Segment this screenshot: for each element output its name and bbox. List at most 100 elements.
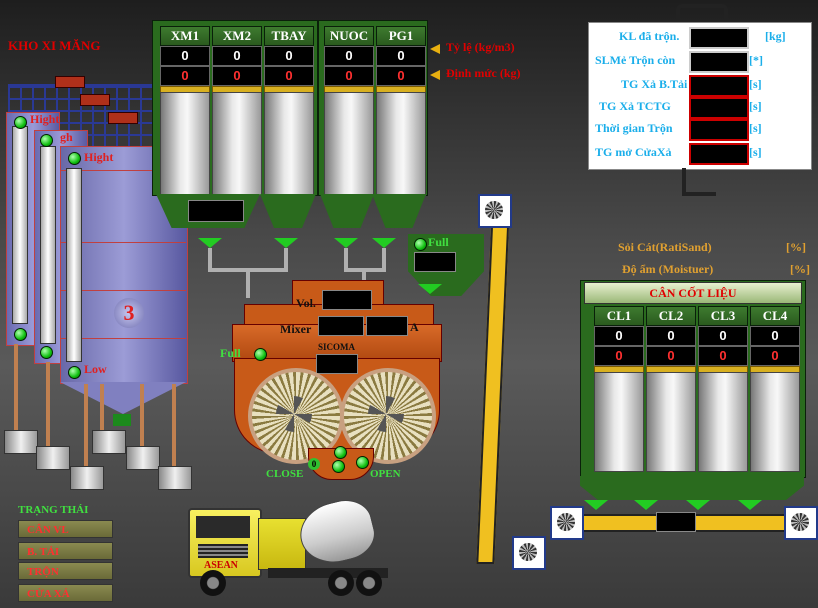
cl2-bin[interactable]: [646, 372, 696, 472]
status-title: TRẠNG THÁI: [18, 504, 89, 516]
belt-discharge-time-value[interactable]: [689, 75, 749, 97]
mixed-weight-label: KL đã trộn.: [619, 29, 680, 43]
tbay-tank[interactable]: [264, 92, 314, 196]
additive-full-indicator: [414, 238, 427, 251]
moisture-unit: [%]: [790, 262, 810, 276]
xm2-tank[interactable]: [212, 92, 262, 196]
xm1-tank[interactable]: [160, 92, 210, 196]
cl4-value-1[interactable]: 0: [750, 326, 800, 346]
cl2-value-1[interactable]: 0: [646, 326, 696, 346]
tbay-ratio-value[interactable]: 0: [264, 46, 314, 66]
additive-full-label: Full: [428, 235, 449, 249]
belt-discharge-time-label: TG Xả B.Tải: [621, 77, 688, 91]
moisture-label: Độ ẩm (Moistuer): [622, 262, 714, 276]
cl4-value-2[interactable]: 0: [750, 346, 800, 366]
additive-weight-display[interactable]: [414, 252, 456, 272]
bin-label-cl1: CL1: [594, 306, 644, 326]
status-gate[interactable]: CỬA XẢ: [18, 584, 113, 602]
gate-close-label: CLOSE: [266, 468, 304, 480]
tbay-norm-value[interactable]: 0: [264, 66, 314, 86]
cl3-value-2[interactable]: 0: [698, 346, 748, 366]
pg1-discharge-valve[interactable]: [372, 238, 396, 248]
nuoc-discharge-valve[interactable]: [334, 238, 358, 248]
nuoc-norm-value[interactable]: 0: [324, 66, 374, 86]
truck-wheel-rear-1: [328, 570, 354, 596]
silo3-number-badge: 3: [114, 298, 144, 328]
additive-discharge-valve[interactable]: [418, 284, 442, 294]
status-weighing[interactable]: CÂN VL: [18, 520, 113, 538]
ratio-arrow-icon: [430, 44, 440, 54]
info-panel: KL đã trộn. [kg] SLMẻ Trộn còn [*] TG Xả…: [588, 22, 812, 170]
sand-ratio-label: Sỏi Cát(RatiSand): [618, 240, 712, 254]
gate-open-time-unit: [s]: [749, 145, 762, 159]
gate-center-indicator: [334, 446, 347, 459]
bin-label-cl3: CL3: [698, 306, 748, 326]
ratio-legend-label: Tỷ lệ (kg/m3): [446, 40, 515, 54]
cl2-discharge-valve[interactable]: [634, 500, 658, 510]
cl4-discharge-valve[interactable]: [738, 500, 762, 510]
mixing-time-value[interactable]: [689, 119, 749, 141]
xm2-ratio-value[interactable]: 0: [212, 46, 262, 66]
xm-discharge-valve[interactable]: [198, 238, 222, 248]
mixer-current-display[interactable]: [366, 316, 408, 336]
cl1-value-2[interactable]: 0: [594, 346, 644, 366]
cement-storage-title: KHO XI MĂNG: [8, 38, 101, 53]
silo3-low-label: Low: [84, 362, 107, 376]
mixer-status-display[interactable]: [316, 354, 358, 374]
cl1-discharge-valve[interactable]: [584, 500, 608, 510]
cl2-value-2[interactable]: 0: [646, 346, 696, 366]
gate-position-label: 0: [308, 458, 320, 470]
mixing-time-label: Thời gian Trộn: [595, 121, 673, 135]
aggregate-weight-display[interactable]: [656, 512, 696, 532]
cl4-bin[interactable]: [750, 372, 800, 472]
cl3-bin[interactable]: [698, 372, 748, 472]
horizontal-conveyor-right-roller: [784, 506, 818, 540]
cl3-discharge-valve[interactable]: [686, 500, 710, 510]
mixer-weight-display[interactable]: [318, 316, 364, 336]
mixing-time-unit: [s]: [749, 121, 762, 135]
tctg-discharge-time-label: TG Xả TCTG: [599, 99, 671, 113]
pg1-ratio-value[interactable]: 0: [376, 46, 426, 66]
bin-label-cl2: CL2: [646, 306, 696, 326]
gate-open-indicator[interactable]: [356, 456, 369, 469]
silo-label-tbay: TBAY: [264, 26, 314, 46]
tctg-discharge-time-value[interactable]: [689, 97, 749, 119]
cl1-value-1[interactable]: 0: [594, 326, 644, 346]
remaining-batches-label: SLMẻ Trộn còn: [595, 53, 676, 67]
mixer-brand: SICOMA: [318, 342, 356, 352]
nuoc-ratio-value[interactable]: 0: [324, 46, 374, 66]
nuoc-tank[interactable]: [324, 92, 374, 196]
xm2-norm-value[interactable]: 0: [212, 66, 262, 86]
mixer-truck: ASEAN: [188, 493, 394, 600]
belt-discharge-time-unit: [s]: [749, 77, 762, 91]
cement-weight-display[interactable]: [188, 200, 244, 222]
gate-close-indicator[interactable]: [332, 460, 345, 473]
gate-open-time-value[interactable]: [689, 143, 749, 165]
xm1-norm-value[interactable]: 0: [160, 66, 210, 86]
inclined-conveyor[interactable]: [476, 204, 522, 564]
truck-brand: ASEAN: [204, 560, 238, 571]
silo3-low-indicator: [68, 366, 81, 379]
status-mixing[interactable]: TRỘN: [18, 562, 113, 580]
mixed-weight-value[interactable]: [689, 27, 749, 49]
truck-wheel-front: [200, 570, 226, 596]
sand-ratio-unit: [%]: [786, 240, 806, 254]
pg1-norm-value[interactable]: 0: [376, 66, 426, 86]
remaining-batches-unit: [*]: [749, 53, 763, 67]
horizontal-conveyor-left-roller: [550, 506, 584, 540]
norm-legend-label: Định mức (kg): [446, 66, 521, 80]
mixer-full-indicator: [254, 348, 267, 361]
remaining-batches-value[interactable]: [689, 51, 749, 73]
xm1-ratio-value[interactable]: 0: [160, 46, 210, 66]
mixer-blade-left-icon: [276, 396, 312, 432]
aggregate-title: CÂN CỐT LIỆU: [584, 282, 802, 304]
cl3-value-1[interactable]: 0: [698, 326, 748, 346]
silo-label-xm2: XM2: [212, 26, 262, 46]
status-belt[interactable]: B. TẢI: [18, 542, 113, 560]
cl1-bin[interactable]: [594, 372, 644, 472]
mixer-volume-display[interactable]: [322, 290, 372, 310]
mixer-name-label: Mixer: [280, 322, 312, 336]
norm-arrow-icon: [430, 70, 440, 80]
pg1-tank[interactable]: [376, 92, 426, 196]
tbay-discharge-valve[interactable]: [274, 238, 298, 248]
